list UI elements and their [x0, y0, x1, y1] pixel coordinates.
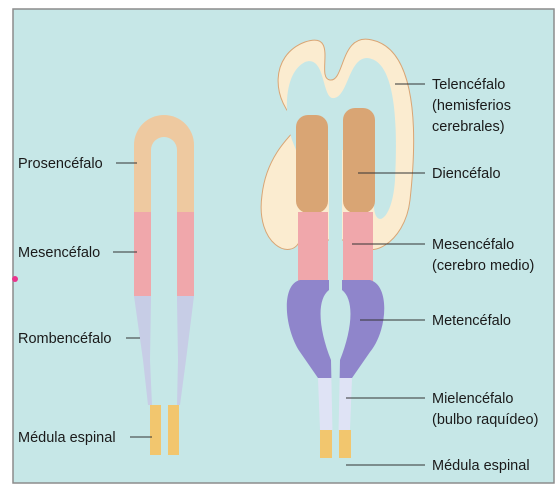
diencephalon-left-wall: [296, 115, 328, 213]
label-mielencefalo-2: (bulbo raquídeo): [432, 412, 538, 428]
label-medula-right: Médula espinal: [432, 458, 530, 474]
marker-dot: [12, 276, 18, 282]
label-telencefalo-1: Telencéfalo: [432, 77, 505, 93]
mesencephalon-left-wall: [298, 212, 328, 282]
label-telencefalo-3: cerebrales): [432, 119, 505, 135]
label-mesencefalo-right-2: (cerebro medio): [432, 258, 534, 274]
spinal-cord-left-stem: [150, 405, 161, 455]
spinal-cord-right-stem: [168, 405, 179, 455]
label-rombencefalo: Rombencéfalo: [18, 331, 112, 347]
label-telencefalo-2: (hemisferios: [432, 98, 511, 114]
label-mesencefalo-left: Mesencéfalo: [18, 245, 100, 261]
spinal-cord-right-stem-right: [339, 430, 351, 458]
label-mielencefalo-1: Mielencéfalo: [432, 391, 513, 407]
label-diencefalo: Diencéfalo: [432, 166, 501, 182]
label-medula-left: Médula espinal: [18, 430, 116, 446]
label-mesencefalo-right-1: Mesencéfalo: [432, 237, 514, 253]
label-metencefalo: Metencéfalo: [432, 313, 511, 329]
spinal-cord-right-stem-left: [320, 430, 332, 458]
diencephalon-right-wall: [343, 108, 375, 213]
spinal-canal: [161, 405, 168, 455]
label-prosencefalo: Prosencéfalo: [18, 156, 103, 172]
neural-canal: [150, 137, 178, 405]
mesencephalon-right-wall: [343, 212, 373, 282]
